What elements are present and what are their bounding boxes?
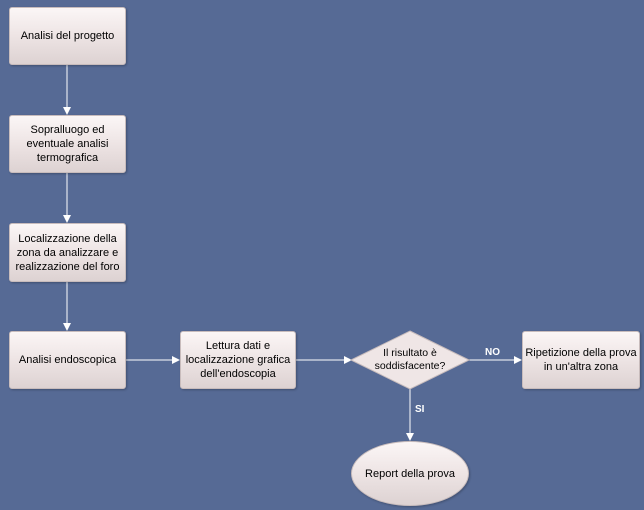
edge-label-no: NO: [485, 347, 500, 358]
node-sopralluogo-label: Sopralluogo ed eventuale analisi termogr…: [26, 124, 109, 164]
node-localizzazione: Localizzazione della zona da analizzare …: [9, 223, 126, 282]
node-ripetizione: Ripetizione della prova in un'altra zona: [522, 331, 640, 389]
node-localizzazione-label: Localizzazione della zona da analizzare …: [15, 232, 120, 273]
node-analisi-endoscopica: Analisi endoscopica: [9, 331, 126, 389]
node-analisi-endoscopica-label: Analisi endoscopica: [18, 354, 117, 366]
node-analisi-progetto: Analisi del progetto: [9, 7, 126, 65]
node-ripetizione-label: Ripetizione della prova in un'altra zona: [525, 347, 637, 373]
node-report-label: Report della prova: [365, 467, 455, 480]
node-decisione: Il risultato è soddisfacente?: [365, 340, 455, 380]
node-lettura-dati: Lettura dati e localizzazione grafica de…: [180, 331, 296, 389]
node-sopralluogo: Sopralluogo ed eventuale analisi termogr…: [9, 115, 126, 173]
node-report: Report della prova: [351, 441, 469, 506]
node-analisi-progetto-label: Analisi del progetto: [20, 30, 115, 42]
node-decisione-label: Il risultato è soddisfacente?: [374, 347, 446, 372]
edge-label-si: SI: [415, 404, 425, 415]
node-lettura-dati-label: Lettura dati e localizzazione grafica de…: [185, 340, 291, 380]
decision-diamond: [349, 330, 471, 390]
